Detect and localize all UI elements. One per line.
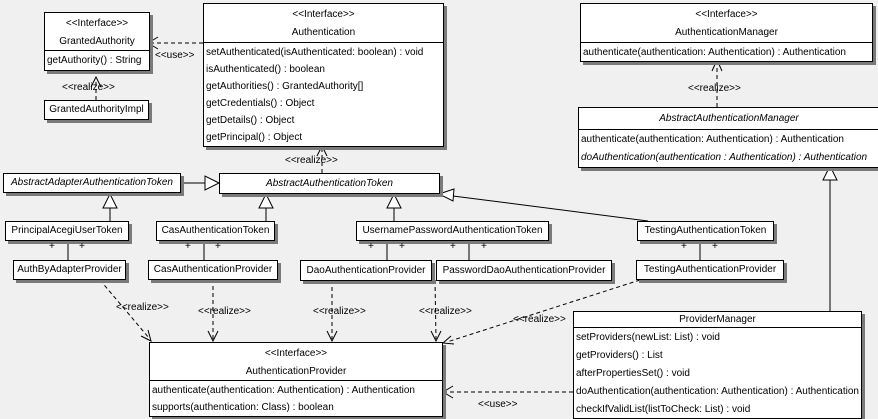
class-name: GrantedAuthorityImpl <box>49 104 144 115</box>
class-name: AuthenticationProvider <box>245 366 347 377</box>
class-provider-manager: ProviderManager setProviders(newList: Li… <box>573 311 862 419</box>
class-name: AbstractAuthenticationToken <box>266 178 393 189</box>
class-name: AuthenticationManager <box>675 27 778 38</box>
association-plus: + <box>450 241 456 252</box>
realize-passworddaoauthenticationprovider <box>430 279 442 343</box>
class-name: AbstractAdapterAuthenticationToken <box>11 177 173 188</box>
association-plus: + <box>49 241 55 252</box>
class-dao-authentication-provider: DaoAuthenticationProvider <box>300 260 432 281</box>
class-abstract-authentication-token: AbstractAuthenticationToken <box>219 173 440 194</box>
class-authentication-manager: <<Interface>> AuthenticationManager auth… <box>580 3 873 62</box>
generalization-abstractadapter-to-abstracttoken <box>180 175 221 191</box>
edge-label-realize-daoprovider: <<realize>> <box>313 306 366 317</box>
method: authenticate(authentication: Authenticat… <box>152 385 415 396</box>
class-name: AuthByAdapterProvider <box>17 264 122 275</box>
method: setProviders(newList: List) : void <box>576 332 720 343</box>
generalization-principalacegiusertoken <box>102 192 118 221</box>
method: getAuthorities() : GrantedAuthority[] <box>206 81 364 92</box>
generalization-testingauthenticationtoken <box>437 188 649 222</box>
class-name: DaoAuthenticationProvider <box>306 265 426 276</box>
class-testing-authentication-provider: TestingAuthenticationProvider <box>636 260 784 280</box>
association-plus: + <box>215 241 221 252</box>
method: getCredentials() : Object <box>206 98 315 109</box>
association-plus: + <box>79 241 85 252</box>
class-testing-authentication-token: TestingAuthenticationToken <box>637 221 774 241</box>
method: getProviders() : List <box>576 350 663 361</box>
method: isAuthenticated() : boolean <box>206 64 325 75</box>
method: authenticate(authentication: Authenticat… <box>583 47 846 58</box>
realize-daoauthenticationprovider <box>326 280 338 343</box>
method: checkIfValidList(listToCheck: List) : vo… <box>576 404 751 415</box>
edge-label-realize-testingprovider: <<realize>> <box>513 314 566 325</box>
class-name: PrincipalAcegiUserToken <box>11 225 123 236</box>
class-name: TestingAuthenticationToken <box>644 225 767 236</box>
generalization-providermanager <box>822 164 838 311</box>
use-providermanager-to-authenticationprovider <box>442 385 573 399</box>
method: doAuthentication(authentication: Authent… <box>576 386 859 397</box>
class-abstract-authentication-manager: AbstractAuthenticationManager authentica… <box>578 107 878 168</box>
class-principal-acegi-user-token: PrincipalAcegiUserToken <box>5 221 129 241</box>
class-name: UsernamePasswordAuthenticationToken <box>362 225 543 236</box>
class-password-dao-authentication-provider: PasswordDaoAuthenticationProvider <box>436 260 612 281</box>
method: authenticate(authentication: Authenticat… <box>581 134 844 145</box>
method: supports(authentication: Class) : boolea… <box>152 402 334 413</box>
method: afterPropertiesSet() : void <box>576 368 690 379</box>
association-plus: + <box>185 241 191 252</box>
edge-label-use-authenticationprovider: <<use>> <box>478 399 518 410</box>
realize-casauthenticationprovider <box>207 279 219 343</box>
method: getAuthority() : String <box>47 55 142 66</box>
method: doAuthentication(authentication : Authen… <box>581 152 868 163</box>
class-username-password-authentication-token: UsernamePasswordAuthenticationToken <box>356 221 549 241</box>
class-auth-by-adapter-provider: AuthByAdapterProvider <box>13 260 126 280</box>
generalization-usernamepasswordtoken <box>386 192 402 221</box>
association-plus: + <box>712 241 718 252</box>
association-plus: + <box>481 241 487 252</box>
edge-label-realize-abstractmanager: <<realize>> <box>688 83 741 94</box>
realize-testingauthenticationprovider <box>441 279 641 345</box>
use-authentication-to-grantedauthority <box>147 36 203 50</box>
association-plus: + <box>399 241 405 252</box>
edge-label-realize-grantedauthorityimpl: <<realize>> <box>62 82 115 93</box>
class-name: AbstractAuthenticationManager <box>659 113 799 124</box>
class-authentication-provider: <<Interface>> AuthenticationProvider aut… <box>149 342 443 417</box>
association-plus: + <box>368 241 374 252</box>
class-authentication: <<Interface>> Authentication setAuthenti… <box>203 3 444 147</box>
class-granted-authority-impl: GrantedAuthorityImpl <box>44 100 149 120</box>
method: getDetails() : Object <box>206 115 295 126</box>
class-name: CasAuthenticationToken <box>161 225 270 236</box>
class-name: ProviderManager <box>679 314 756 325</box>
class-name: Authentication <box>291 27 356 38</box>
edge-label-realize-authbyadapter: <<realize>> <box>116 302 169 313</box>
generalization-casauthenticationtoken <box>258 192 274 221</box>
class-cas-authentication-provider: CasAuthenticationProvider <box>148 260 278 280</box>
stereotype-label: <<Interface>> <box>695 9 758 20</box>
class-name: PasswordDaoAuthenticationProvider <box>442 265 606 276</box>
stereotype-label: <<Interface>> <box>264 348 328 359</box>
edge-label-use-grantedauthority: <<use>> <box>155 50 195 61</box>
class-name: CasAuthenticationProvider <box>153 264 273 275</box>
method: getPrincipal() : Object <box>206 132 303 143</box>
method: setAuthenticated(isAuthenticated: boolea… <box>206 47 424 58</box>
association-plus: + <box>681 241 687 252</box>
class-abstract-adapter-authentication-token: AbstractAdapterAuthenticationToken <box>3 173 181 193</box>
class-name: TestingAuthenticationProvider <box>643 264 777 275</box>
edge-label-realize-abstracttoken: <<realize>> <box>285 155 338 166</box>
stereotype-label: <<Interface>> <box>65 18 129 29</box>
edge-label-realize-passworddaoprovider: <<realize>> <box>419 306 472 317</box>
class-cas-authentication-token: CasAuthenticationToken <box>156 221 275 241</box>
realize-grantedauthorityimpl <box>90 75 102 100</box>
realize-authbyadapterprovider <box>99 279 152 342</box>
class-name: GrantedAuthority <box>59 36 135 47</box>
class-granted-authority: <<Interface>> GrantedAuthority getAuthor… <box>44 12 150 71</box>
stereotype-label: <<Interface>> <box>292 9 355 20</box>
edge-label-realize-casprovider: <<realize>> <box>198 306 251 317</box>
